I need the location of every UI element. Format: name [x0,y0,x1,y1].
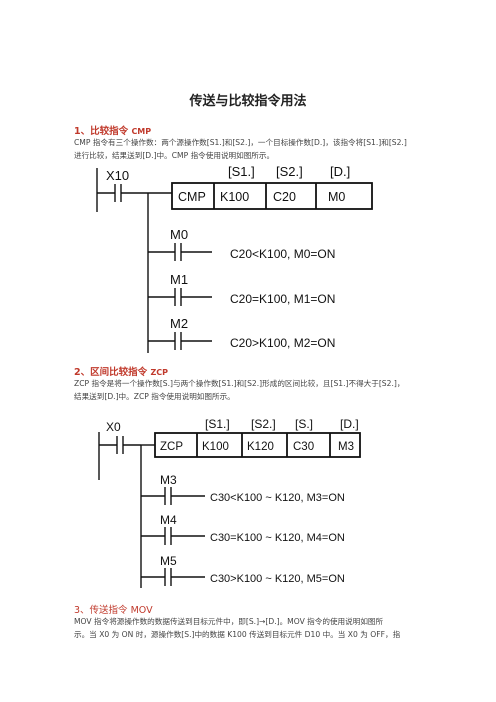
paragraph-line: 结果送到[D.]中。ZCP 指令使用说明如图所示。 [74,392,235,401]
paragraph-line: CMP 指令有三个操作数：两个源操作数[S1.]和[S2.]，一个目标操作数[D… [74,138,407,147]
instruction-operand: M3 [338,441,354,453]
output-condition: C20=K100, M1=ON [230,292,335,306]
paragraph-line: ZCP 指令是将一个操作数[S.]与两个操作数[S1.]和[S2.]形成的区间比… [74,379,405,388]
operand-label: [S.] [295,417,313,431]
section-1-heading: 1、比较指令 CMP [74,123,151,137]
page-title: 传送与比较指令用法 [189,94,307,109]
section-1-heading-text: 1、比较指令 [74,126,129,137]
section-3-heading: 3、传送指令 MOV [74,602,153,616]
instruction-operand: C30 [293,441,314,453]
section-2-paragraph: ZCP 指令是将一个操作数[S.]与两个操作数[S1.]和[S2.]形成的区间比… [74,377,424,403]
section-2-heading-text: 2、区间比较指令 [74,367,148,378]
instruction-mnemonic: CMP [178,190,206,204]
paragraph-line: MOV 指令将源操作数的数据传送到目标元件中，即[S.]→[D.]。MOV 指令… [74,617,384,626]
output-contact-label: M1 [170,272,188,287]
instruction-mnemonic: ZCP [160,441,183,453]
output-condition: C30>K100 ~ K120, M5=ON [210,573,345,585]
output-condition: C30=K100 ~ K120, M4=ON [210,532,345,544]
paragraph-line: 进行比较，结果送到[D.]中。CMP 指令使用说明如图所示。 [74,151,275,160]
operand-label: [D.] [330,164,350,179]
section-3-paragraph: MOV 指令将源操作数的数据传送到目标元件中，即[S.]→[D.]。MOV 指令… [74,615,424,641]
instruction-operand: K100 [202,441,229,453]
operand-label: [D.] [340,417,359,431]
contact-label-x0: X0 [106,420,121,434]
instruction-operand: K120 [247,441,274,453]
operand-label: [S2.] [276,164,303,179]
instruction-operand: C20 [273,190,296,204]
output-contact-label: M3 [160,473,177,487]
section-1-paragraph: CMP 指令有三个操作数：两个源操作数[S1.]和[S2.]，一个目标操作数[D… [74,136,424,162]
instruction-operand: M0 [328,190,345,204]
instruction-operand: K100 [220,190,249,204]
section-3-heading-text: 3、传送指令 MOV [74,605,153,616]
section-1-code: CMP [131,127,152,136]
output-condition: C20<K100, M0=ON [230,247,335,261]
operand-label: [S2.] [251,417,276,431]
operand-label: [S1.] [205,417,230,431]
operand-label: [S1.] [228,164,255,179]
contact-label-x10: X10 [106,168,129,183]
output-condition: C30<K100 ~ K120, M3=ON [210,492,345,504]
output-contact-label: M0 [170,227,188,242]
section-2-code: ZCP [150,368,168,377]
paragraph-line: 示。当 X0 为 ON 时，源操作数[S.]中的数据 K100 传送到目标元件 … [74,630,401,639]
output-contact-label: M2 [170,316,188,331]
output-contact-label: M4 [160,513,177,527]
output-condition: C20>K100, M2=ON [230,336,335,350]
section-2-heading: 2、区间比较指令 ZCP [74,364,168,378]
output-contact-label: M5 [160,554,177,568]
